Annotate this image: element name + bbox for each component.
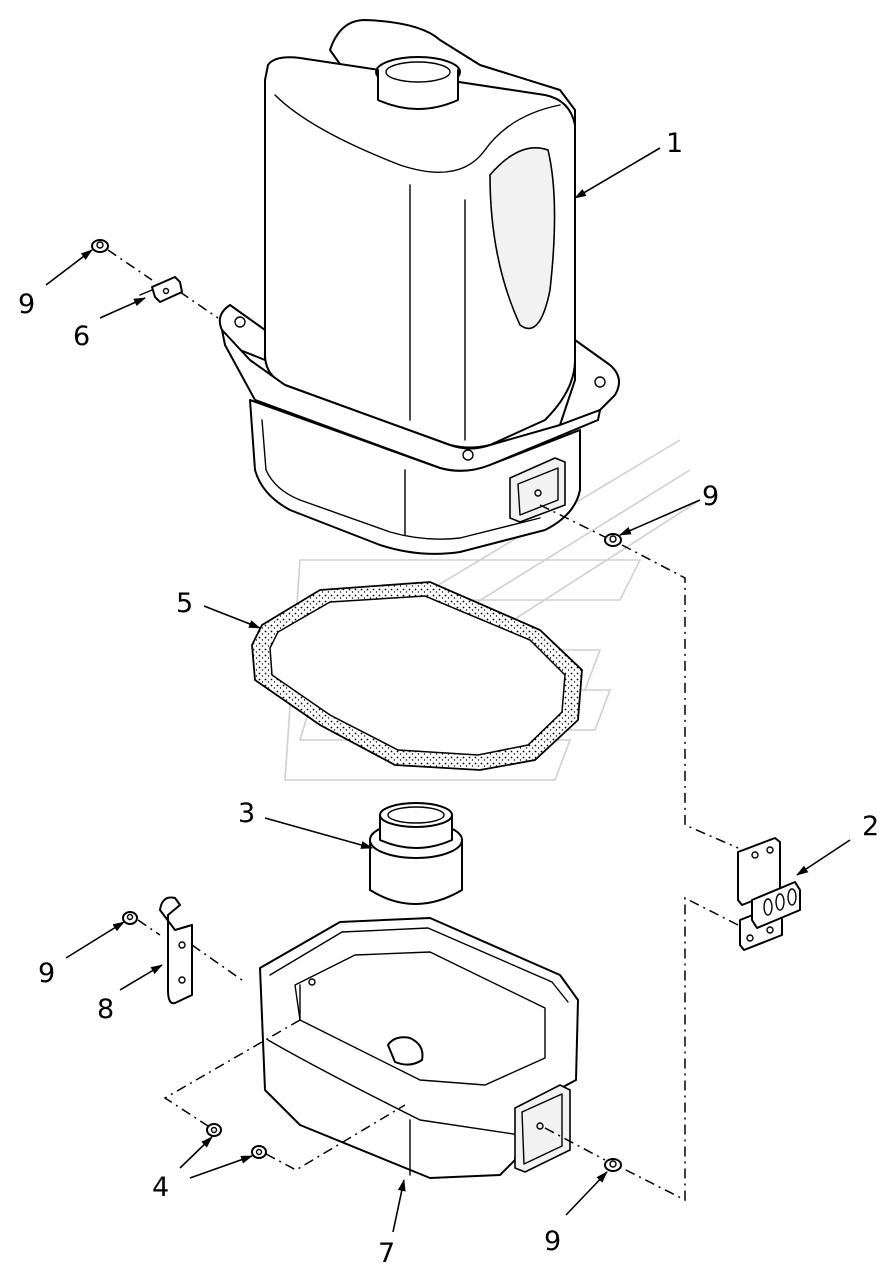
clip [159,896,193,1005]
callout-9-mid-left: 9 [38,958,55,989]
bracket-6 [139,276,183,303]
callout-9-bottom: 9 [544,1226,561,1257]
main-housing [218,19,620,555]
callout-9-mid-right: 9 [702,481,719,512]
bottom-tray [259,917,579,1179]
callout-6: 6 [73,321,90,352]
nut-9-mid-right [604,533,622,547]
callout-9-top-left: 9 [18,289,35,320]
hinge [737,837,801,951]
assembly-lines [107,249,739,1202]
washer-4-lower [251,1145,267,1159]
callout-1: 1 [666,128,683,159]
pipe-adapter [369,802,463,905]
callout-2: 2 [862,811,879,842]
nut-9-bottom [604,1158,622,1172]
leader-lines [45,147,851,1233]
nut-9-mid-left [122,911,138,925]
callout-4: 4 [152,1172,169,1203]
washer-4-upper [206,1123,222,1137]
nut-9-top-left [91,239,109,253]
callout-5: 5 [176,588,193,619]
gasket [251,581,583,771]
callout-7: 7 [378,1238,395,1269]
callout-3: 3 [238,798,255,829]
callout-8: 8 [97,994,114,1025]
